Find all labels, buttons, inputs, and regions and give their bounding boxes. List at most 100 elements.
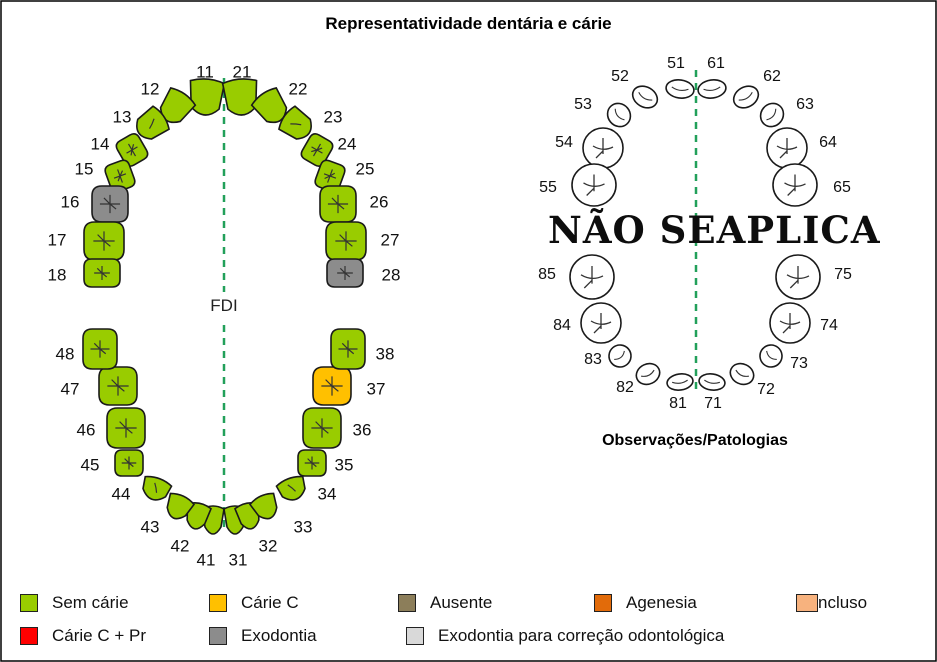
- legend-label: Exodontia: [241, 626, 317, 645]
- tooth-43: [166, 492, 196, 520]
- tooth-number-35: 35: [335, 455, 354, 474]
- tooth-crown: [248, 492, 278, 520]
- tooth-81: [666, 373, 694, 391]
- tooth-53: [606, 102, 632, 128]
- tooth-number-74: 74: [820, 317, 838, 334]
- tooth-crown: [635, 362, 661, 386]
- tooth-52: [631, 85, 659, 109]
- tooth-55: [571, 163, 617, 207]
- tooth-number-11: 11: [196, 62, 214, 81]
- tooth-crown: [186, 501, 212, 530]
- tooth-number-17: 17: [48, 230, 67, 249]
- tooth-crown: [698, 373, 726, 391]
- tooth-number-33: 33: [294, 517, 313, 536]
- tooth-64: [766, 127, 808, 169]
- tooth-24: [300, 133, 334, 167]
- tooth-number-61: 61: [707, 55, 725, 72]
- tooth-crown: [759, 344, 783, 368]
- tooth-13: [136, 105, 170, 140]
- tooth-number-52: 52: [611, 68, 629, 85]
- tooth-26: [319, 185, 357, 223]
- tooth-number-53: 53: [574, 96, 592, 113]
- tooth-21: [221, 78, 258, 116]
- legend-item-sem-carie: Sem cárie: [20, 593, 129, 613]
- tooth-crown: [250, 87, 288, 124]
- tooth-72: [729, 362, 755, 386]
- tooth-44: [142, 475, 173, 501]
- tooth-74: [769, 302, 811, 344]
- tooth-number-81: 81: [669, 395, 687, 412]
- legend-swatch: [209, 627, 227, 645]
- tooth-number-23: 23: [324, 107, 343, 126]
- legend-item-exodontia: Exodontia: [209, 626, 317, 646]
- tooth-number-41: 41: [197, 550, 216, 569]
- tooth-number-42: 42: [171, 536, 190, 555]
- stamp-word-nao: NÃO: [548, 208, 646, 252]
- tooth-number-73: 73: [790, 355, 808, 372]
- tooth-crown: [189, 78, 226, 116]
- observations-heading: Observações/Patologias: [602, 432, 788, 449]
- tooth-11: [189, 78, 226, 116]
- legend-item-exodontia-correcao: Exodontia para correção odontológica: [406, 626, 724, 646]
- tooth-63: [759, 102, 785, 128]
- tooth-crown: [166, 492, 196, 520]
- tooth-number-45: 45: [81, 455, 100, 474]
- legend-item-carie-c-pr: Cárie C + Pr: [20, 626, 146, 646]
- tooth-number-84: 84: [553, 317, 571, 334]
- tooth-45: [114, 449, 144, 477]
- tooth-number-13: 13: [113, 107, 132, 126]
- tooth-number-63: 63: [796, 96, 814, 113]
- tooth-number-47: 47: [61, 379, 80, 398]
- tooth-number-34: 34: [318, 484, 337, 503]
- tooth-number-32: 32: [259, 536, 278, 555]
- tooth-85: [569, 254, 615, 300]
- tooth-number-64: 64: [819, 134, 837, 151]
- tooth-38: [330, 328, 366, 370]
- tooth-number-22: 22: [289, 79, 308, 98]
- legend-swatch: [398, 594, 416, 612]
- tooth-46: [106, 407, 146, 449]
- tooth-22: [250, 87, 288, 124]
- tooth-number-12: 12: [141, 79, 160, 98]
- tooth-number-54: 54: [555, 134, 573, 151]
- tooth-crown: [631, 85, 659, 109]
- tooth-crown: [606, 102, 632, 128]
- tooth-16: [91, 185, 129, 223]
- legend-label: Cárie C: [241, 593, 299, 612]
- tooth-42: [186, 501, 212, 530]
- tooth-crown: [608, 344, 632, 368]
- tooth-crown: [665, 79, 695, 99]
- chart-title: Representatividade dentária e cárie: [325, 14, 612, 33]
- tooth-number-36: 36: [353, 420, 372, 439]
- tooth-37: [312, 366, 352, 406]
- legend-item-carie-c: Cárie C: [209, 593, 299, 613]
- legend-swatch: [796, 594, 818, 612]
- tooth-28: [326, 258, 364, 288]
- tooth-number-28: 28: [382, 265, 401, 284]
- tooth-number-51: 51: [667, 55, 685, 72]
- legend-swatch: [209, 594, 227, 612]
- tooth-17: [83, 221, 125, 261]
- tooth-number-62: 62: [763, 68, 781, 85]
- tooth-75: [775, 254, 821, 300]
- tooth-51: [665, 79, 695, 99]
- tooth-number-55: 55: [539, 179, 557, 196]
- tooth-34: [275, 475, 306, 501]
- legend-item-incluso: ncluso: [796, 593, 867, 613]
- tooth-number-25: 25: [356, 159, 375, 178]
- tooth-54: [582, 127, 624, 169]
- legend-item-agenesia: Agenesia: [594, 593, 697, 613]
- legend-label: Cárie C + Pr: [52, 626, 146, 645]
- stamp-word-se: SE: [659, 208, 717, 252]
- tooth-crown: [142, 475, 173, 501]
- tooth-number-43: 43: [141, 517, 160, 536]
- tooth-47: [98, 366, 138, 406]
- tooth-number-31: 31: [229, 550, 248, 569]
- tooth-number-75: 75: [834, 266, 852, 283]
- legend-label: Ausente: [430, 593, 493, 612]
- tooth-crown: [666, 373, 694, 391]
- legend-item-ausente: Ausente: [398, 593, 492, 613]
